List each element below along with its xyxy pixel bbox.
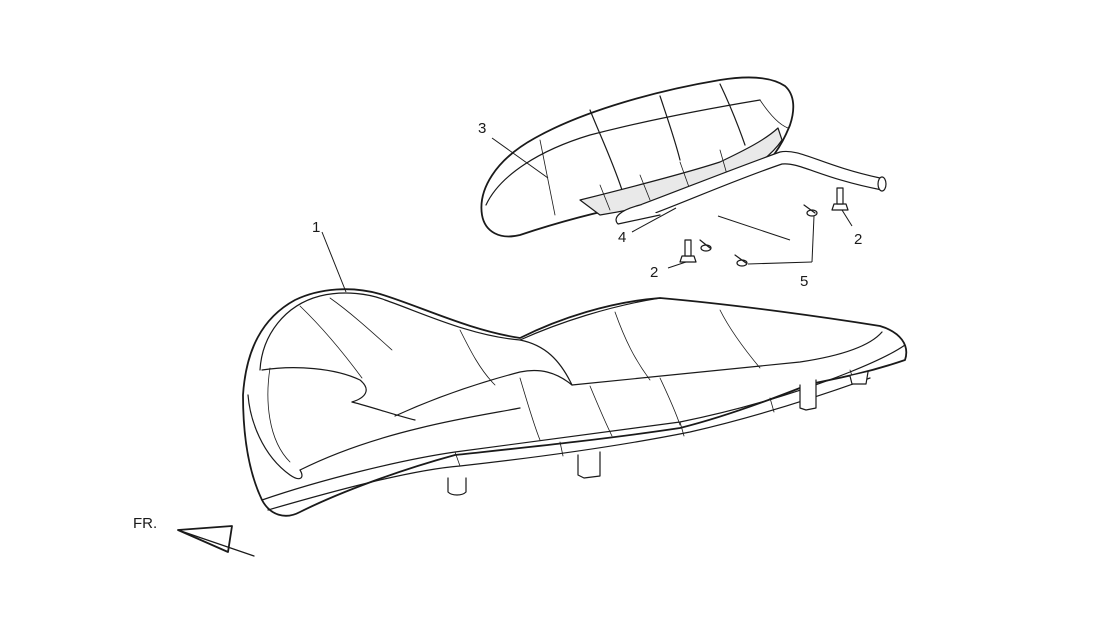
leader-lines bbox=[321, 137, 853, 293]
callout-4: 4 bbox=[618, 229, 626, 246]
screw-part-group[interactable] bbox=[699, 204, 818, 267]
main-seat-part[interactable] bbox=[242, 288, 908, 517]
callout-3: 3 bbox=[478, 120, 486, 137]
passenger-seat-part[interactable] bbox=[480, 76, 887, 238]
front-label: FR. bbox=[133, 515, 157, 532]
callout-2-left: 2 bbox=[650, 264, 658, 281]
callout-5: 5 bbox=[800, 273, 808, 290]
bolt-part-left[interactable] bbox=[679, 239, 697, 263]
front-direction-indicator: FR. bbox=[133, 515, 255, 557]
callout-2-right: 2 bbox=[854, 231, 862, 248]
callout-1: 1 bbox=[312, 219, 320, 236]
bolt-part-right[interactable] bbox=[831, 187, 849, 211]
